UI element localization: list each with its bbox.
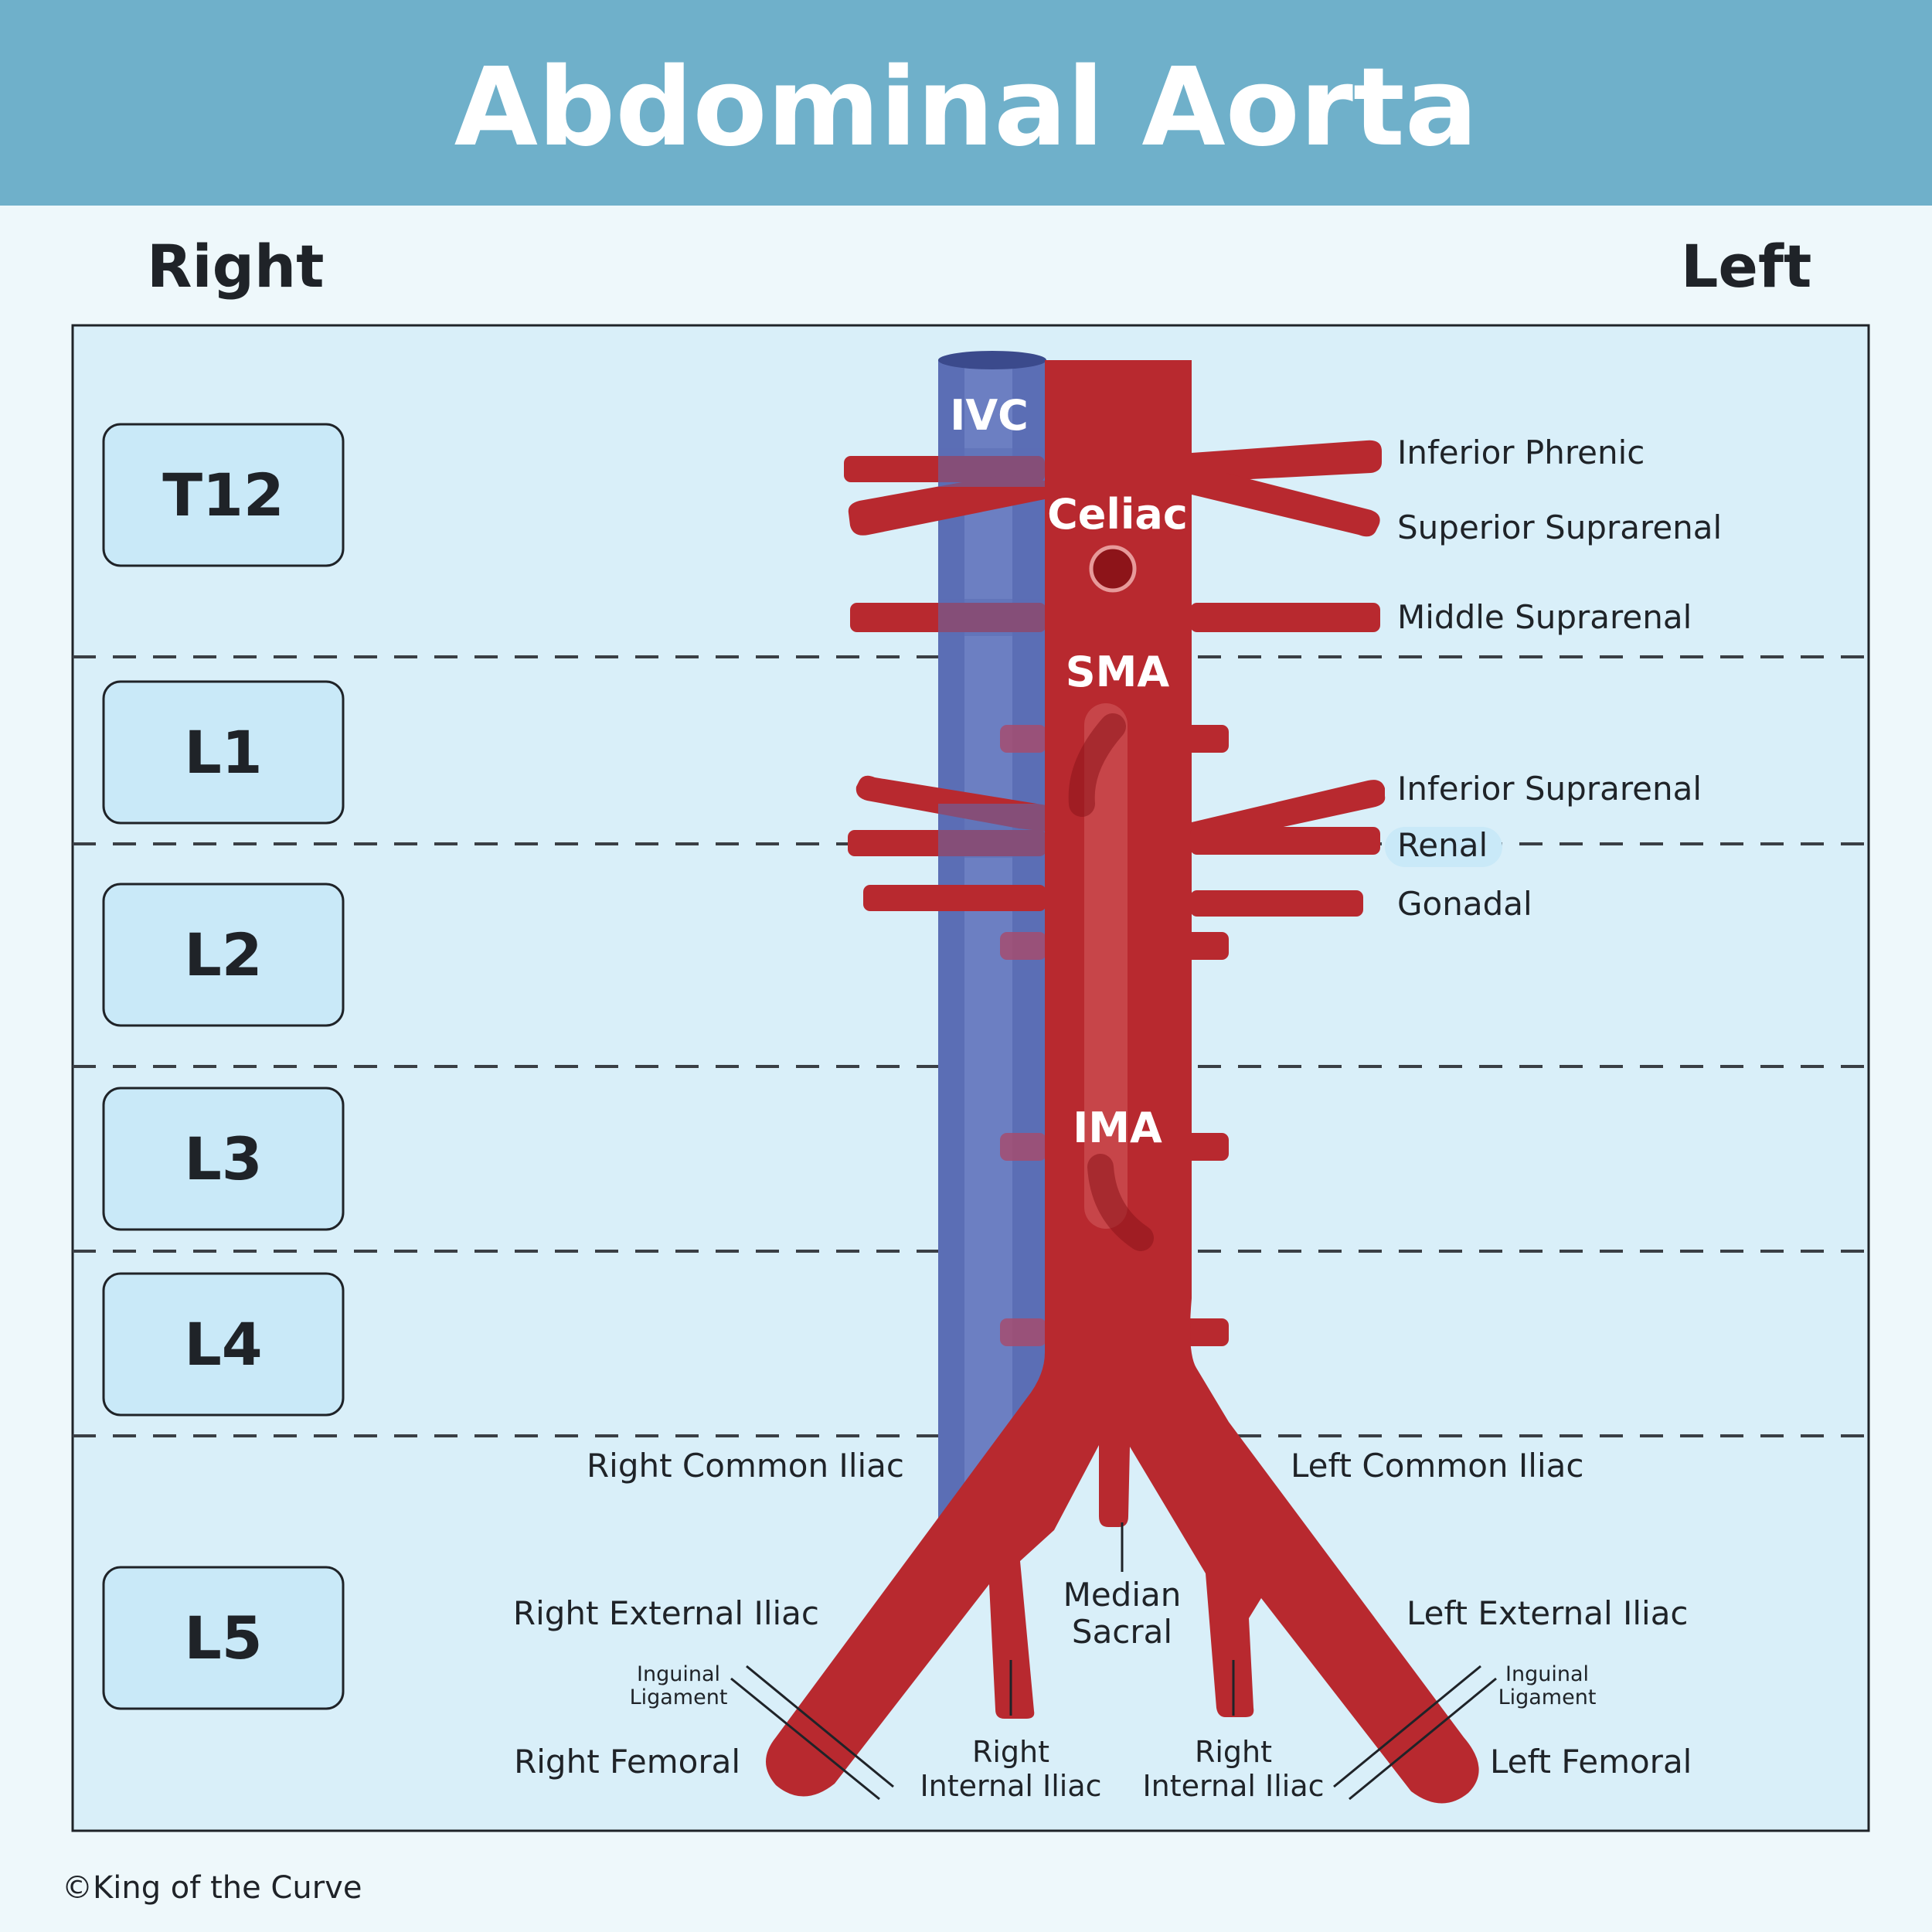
- right-femoral-label: Right Femoral: [514, 1743, 740, 1781]
- level-box-l5: [102, 1566, 345, 1710]
- renal-label: Renal: [1397, 826, 1488, 864]
- copyright-notice: ©King of the Curve: [62, 1870, 362, 1906]
- aorta-branches-left: [1190, 440, 1386, 917]
- right-gonadal: [863, 885, 1046, 911]
- left-external-iliac-label: Left External Iliac: [1406, 1594, 1689, 1632]
- level-box-l2: [102, 883, 345, 1027]
- sma-vessel-highlight: [1084, 703, 1128, 1229]
- level-box-l1: [102, 680, 345, 825]
- visceral-origins: [1068, 545, 1154, 1251]
- ima-label: IMA: [1073, 1104, 1162, 1152]
- sma-origin: [1068, 713, 1126, 817]
- level-label-l3: L3: [184, 1124, 262, 1193]
- renal-highlight: [1385, 827, 1502, 867]
- right-common-iliac-label: Right Common Iliac: [587, 1447, 904, 1485]
- inferior-suprarenal-label: Inferior Suprarenal: [1397, 770, 1702, 808]
- celiac-label: Celiac: [1047, 490, 1188, 539]
- ivc-label: IVC: [950, 391, 1029, 440]
- right-inguinal-label-line1: Inguinal: [637, 1662, 720, 1686]
- level-box-l3: [102, 1087, 345, 1231]
- page-title: Abdominal Aorta: [454, 45, 1478, 171]
- gonadal-label: Gonadal: [1397, 885, 1532, 923]
- lumbar-arteries: [1000, 725, 1229, 1346]
- ima-origin: [1087, 1154, 1154, 1251]
- left-middle-suprarenal: [1190, 603, 1380, 632]
- left-internal-iliac-label-line1: Right: [1195, 1735, 1272, 1769]
- level-box-l4: [102, 1272, 345, 1417]
- level-label-t12: T12: [162, 461, 284, 529]
- level-label-l4: L4: [184, 1310, 262, 1379]
- leader-lines: [1009, 1522, 1235, 1716]
- level-box-t12: [102, 423, 345, 567]
- vertebral-levels: T12 L1 L2 L3 L4 L5: [102, 423, 345, 1710]
- level-label-l2: L2: [184, 920, 262, 989]
- right-inguinal-label-line2: Ligament: [630, 1685, 728, 1709]
- left-superior-suprarenal: [1192, 473, 1380, 537]
- left-gonadal: [1190, 890, 1363, 917]
- right-internal-iliac-label-line2: Internal Iliac: [920, 1769, 1101, 1803]
- right-external-iliac-label: Right External Iliac: [513, 1594, 819, 1632]
- superior-suprarenal-label: Superior Suprarenal: [1397, 509, 1722, 546]
- right-side-label: Right: [147, 232, 325, 301]
- celiac-origin: [1089, 545, 1137, 593]
- left-internal-iliac-label-line2: Internal Iliac: [1142, 1769, 1324, 1803]
- left-renal: [1190, 827, 1380, 855]
- left-femoral-label: Left Femoral: [1490, 1743, 1692, 1781]
- sma-label: SMA: [1066, 648, 1170, 696]
- right-superior-suprarenal: [848, 474, 1045, 536]
- inguinal-ligament-lines: [730, 1665, 1497, 1801]
- left-inferior-phrenic: [1192, 440, 1382, 482]
- right-internal-iliac-label-line1: Right: [972, 1735, 1049, 1769]
- level-label-l5: L5: [184, 1604, 262, 1672]
- title-banner: [0, 0, 1932, 206]
- median-sacral-label-line2: Sacral: [1072, 1613, 1172, 1651]
- inferior-phrenic-label: Inferior Phrenic: [1397, 434, 1645, 471]
- level-label-l1: L1: [184, 718, 262, 787]
- left-side-label: Left: [1681, 232, 1812, 301]
- left-inguinal-label-line1: Inguinal: [1505, 1662, 1589, 1686]
- ivc-overlay: [938, 448, 1046, 858]
- left-common-iliac-label: Left Common Iliac: [1291, 1447, 1583, 1485]
- left-inguinal-label-line2: Ligament: [1498, 1685, 1597, 1709]
- middle-suprarenal-label: Middle Suprarenal: [1397, 598, 1692, 636]
- median-sacral-label-line1: Median: [1063, 1576, 1182, 1614]
